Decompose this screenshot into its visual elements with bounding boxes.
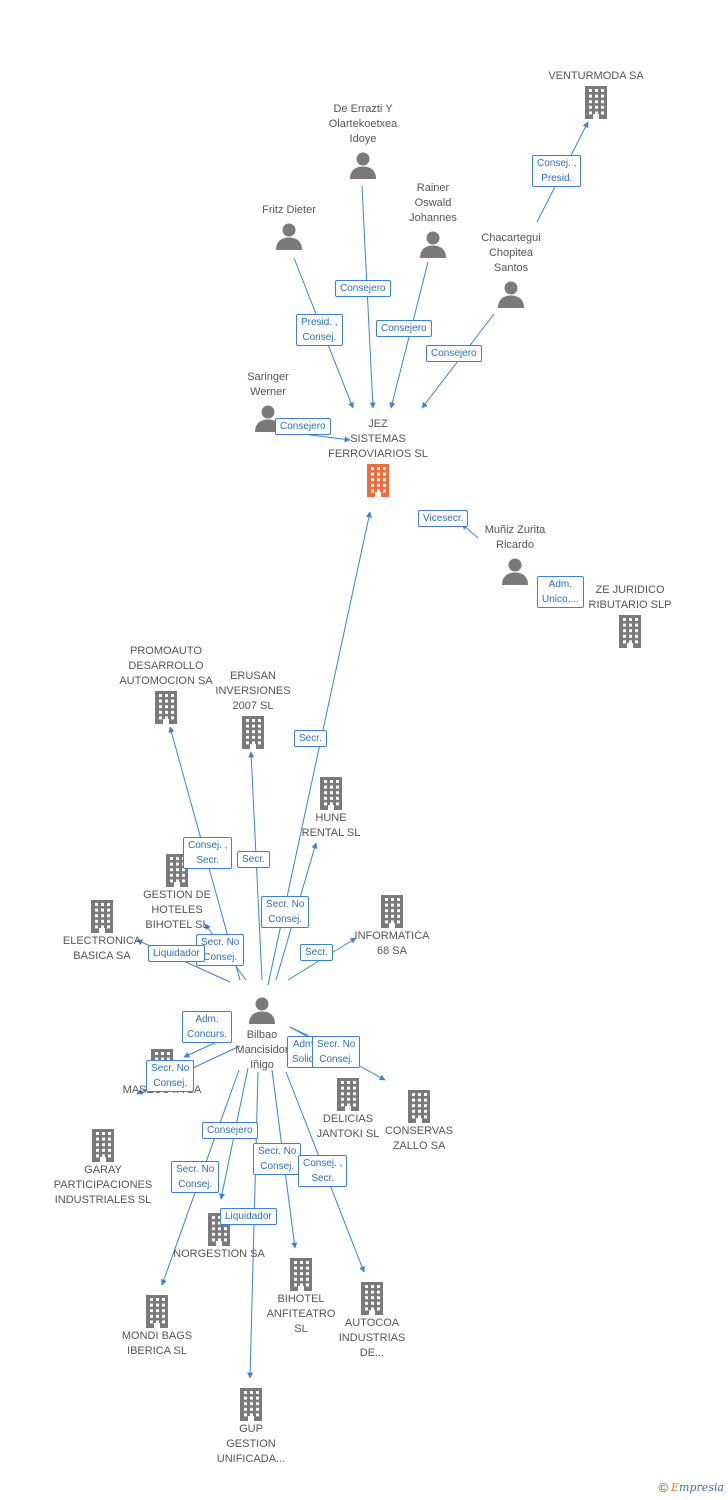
building-icon bbox=[354, 1280, 390, 1316]
edge-label-munhiz-jez[interactable]: Vicesecr. bbox=[418, 510, 469, 527]
node-name: MONDI BAGS IBERICA SL bbox=[121, 1330, 193, 1357]
edge-label-bilbao-mondibags[interactable]: Secr. No Consej. bbox=[171, 1161, 220, 1193]
building-icon bbox=[330, 1076, 366, 1112]
edge-label-munhiz-ze[interactable]: Adm. Unico,... bbox=[537, 576, 584, 608]
edge-label-bilbao-norgestion[interactable]: Consejero bbox=[202, 1122, 258, 1139]
node-erusan[interactable]: ERUSAN INVERSIONES 2007 SL bbox=[188, 669, 318, 750]
person-icon bbox=[345, 147, 381, 183]
node-delicias[interactable]: DELICIAS JANTOKI SL bbox=[283, 1076, 413, 1142]
edge-label-chacartegui-venturmoda[interactable]: Consej. , Presid. bbox=[532, 155, 582, 187]
node-name: GARAY PARTICIPACIONES INDUSTRIALES SL bbox=[53, 1164, 153, 1206]
edge-label-bilbao-informatica[interactable]: Secr. bbox=[300, 944, 333, 961]
building-icon bbox=[84, 898, 120, 934]
edge-label-bilbao-masecoya[interactable]: Adm. Concurs. bbox=[182, 1011, 233, 1043]
node-gup[interactable]: GUP GESTION UNIFICADA... bbox=[186, 1386, 316, 1467]
node-name: ERUSAN INVERSIONES 2007 SL bbox=[215, 670, 291, 712]
node-mondibags[interactable]: MONDI BAGS IBERICA SL bbox=[92, 1293, 222, 1359]
edge-label-rainer-jez[interactable]: Consejero bbox=[376, 320, 432, 337]
node-hune[interactable]: HUNE RENTAL SL bbox=[266, 775, 396, 841]
node-informatica[interactable]: INFORMATICA 68 SA bbox=[327, 893, 457, 959]
brand-logo[interactable]: Empresia bbox=[671, 1481, 724, 1494]
edge-label-chacartegui-jez[interactable]: Consejero bbox=[426, 345, 482, 362]
edge-label-bilbao-promoauto[interactable]: Consej. , Secr. bbox=[183, 837, 233, 869]
building-icon bbox=[360, 462, 396, 498]
node-fritz[interactable]: Fritz Dieter bbox=[224, 203, 354, 254]
node-promoauto[interactable]: PROMOAUTO DESARROLLO AUTOMOCION SA bbox=[101, 644, 231, 725]
node-venturmoda[interactable]: VENTURMODA SA bbox=[531, 69, 661, 120]
node-name: ELECTRONICA BASICA SA bbox=[62, 935, 142, 962]
brand-rest: mpresia bbox=[679, 1481, 724, 1494]
person-icon bbox=[250, 400, 286, 436]
edge-label-fritz-jez[interactable]: Presid. , Consej. bbox=[296, 314, 343, 346]
building-icon bbox=[313, 775, 349, 811]
building-icon bbox=[148, 689, 184, 725]
copyright-symbol: © bbox=[658, 1480, 668, 1495]
node-name: VENTURMODA SA bbox=[548, 70, 644, 82]
node-electronica[interactable]: ELECTRONICA BASICA SA bbox=[37, 898, 167, 964]
node-name: DELICIAS JANTOKI SL bbox=[316, 1113, 380, 1140]
node-munhiz[interactable]: Muñiz Zurita Ricardo bbox=[450, 523, 580, 589]
node-name: Bilbao Mancisidor Iñigo bbox=[235, 1029, 289, 1071]
edge-label-derrazti-jez[interactable]: Consejero bbox=[335, 280, 391, 297]
node-bihotel[interactable]: BIHOTEL ANFITEATRO SL bbox=[236, 1256, 366, 1337]
person-icon bbox=[493, 276, 529, 312]
node-name: CONSERVAS ZALLO SA bbox=[384, 1125, 454, 1152]
node-derrazti[interactable]: De Errazti Y Olartekoetxea Idoye bbox=[298, 102, 428, 183]
building-icon bbox=[235, 714, 271, 750]
node-name: De Errazti Y Olartekoetxea Idoye bbox=[328, 103, 398, 145]
brand-first-letter: E bbox=[671, 1481, 680, 1494]
edge-derrazti-to-jez bbox=[361, 185, 376, 409]
node-gestion[interactable]: GESTION DE HOTELES BIHOTEL SL bbox=[112, 852, 242, 933]
node-name: JEZ SISTEMAS FERROVIARIOS SL bbox=[328, 418, 428, 460]
edge-label-bilbao-electronica[interactable]: Liquidador bbox=[148, 945, 205, 962]
person-icon bbox=[244, 992, 280, 1028]
node-saringer[interactable]: Saringer Werner bbox=[203, 370, 333, 436]
edge-label-bilbao-erusan[interactable]: Secr. bbox=[237, 851, 270, 868]
node-name: AUTOCOA INDUSTRIAS DE... bbox=[338, 1317, 406, 1359]
person-icon bbox=[271, 218, 307, 254]
edge-label-bilbao-garay[interactable]: Secr. No Consej. bbox=[146, 1060, 195, 1092]
node-ze[interactable]: ZE JURIDICO RIBUTARIO SLP bbox=[565, 583, 695, 649]
edge-label-saringer-jez[interactable]: Consejero bbox=[275, 418, 331, 435]
node-name: Saringer Werner bbox=[247, 371, 289, 398]
node-name: BIHOTEL ANFITEATRO SL bbox=[266, 1293, 336, 1335]
edge-label-bilbao-hune[interactable]: Secr. No Consej. bbox=[261, 896, 310, 928]
building-icon bbox=[578, 84, 614, 120]
person-icon bbox=[497, 553, 533, 589]
node-chacartegui[interactable]: Chacartegui Chopitea Santos bbox=[446, 231, 576, 312]
edge-label-bilbao-bihotel[interactable]: Secr. No Consej. bbox=[253, 1143, 302, 1175]
node-name: HUNE RENTAL SL bbox=[301, 812, 361, 839]
building-icon bbox=[374, 893, 410, 929]
edge-label-bilbao-conservas[interactable]: Secr. No Consej. bbox=[312, 1036, 361, 1068]
node-name: Chacartegui Chopitea Santos bbox=[481, 232, 541, 274]
node-conservas[interactable]: CONSERVAS ZALLO SA bbox=[354, 1088, 484, 1154]
node-name: GESTION DE HOTELES BIHOTEL SL bbox=[143, 889, 211, 931]
node-autocoa[interactable]: AUTOCOA INDUSTRIAS DE... bbox=[307, 1280, 437, 1361]
building-icon bbox=[85, 1127, 121, 1163]
person-icon bbox=[415, 226, 451, 262]
building-icon bbox=[233, 1386, 269, 1422]
node-name: NORGESTION SA bbox=[173, 1248, 265, 1260]
building-icon bbox=[401, 1088, 437, 1124]
edge-label-bilbao-jez[interactable]: Secr. bbox=[294, 730, 327, 747]
node-name: INFORMATICA 68 SA bbox=[354, 930, 430, 957]
node-name: PROMOAUTO DESARROLLO AUTOMOCION SA bbox=[119, 645, 213, 687]
node-name: Rainer Oswald Johannes bbox=[409, 182, 457, 224]
node-rainer[interactable]: Rainer Oswald Johannes bbox=[368, 181, 498, 262]
edge-label-bilbao-autocoa[interactable]: Consej. , Secr. bbox=[298, 1155, 348, 1187]
node-name: Fritz Dieter bbox=[262, 204, 316, 216]
node-name: ZE JURIDICO RIBUTARIO SLP bbox=[588, 584, 672, 611]
building-icon bbox=[283, 1256, 319, 1292]
copyright-notice: © Empresia bbox=[658, 1480, 724, 1495]
node-bilbao[interactable]: Bilbao Mancisidor Iñigo bbox=[197, 992, 327, 1073]
node-jez[interactable]: JEZ SISTEMAS FERROVIARIOS SL bbox=[313, 417, 443, 498]
building-icon bbox=[612, 613, 648, 649]
node-garay[interactable]: GARAY PARTICIPACIONES INDUSTRIALES SL bbox=[38, 1127, 168, 1208]
building-icon bbox=[139, 1293, 175, 1329]
edge-label-bilbao-gup[interactable]: Liquidador bbox=[220, 1208, 277, 1225]
node-name: Muñiz Zurita Ricardo bbox=[484, 524, 546, 551]
node-name: GUP GESTION UNIFICADA... bbox=[216, 1423, 286, 1465]
